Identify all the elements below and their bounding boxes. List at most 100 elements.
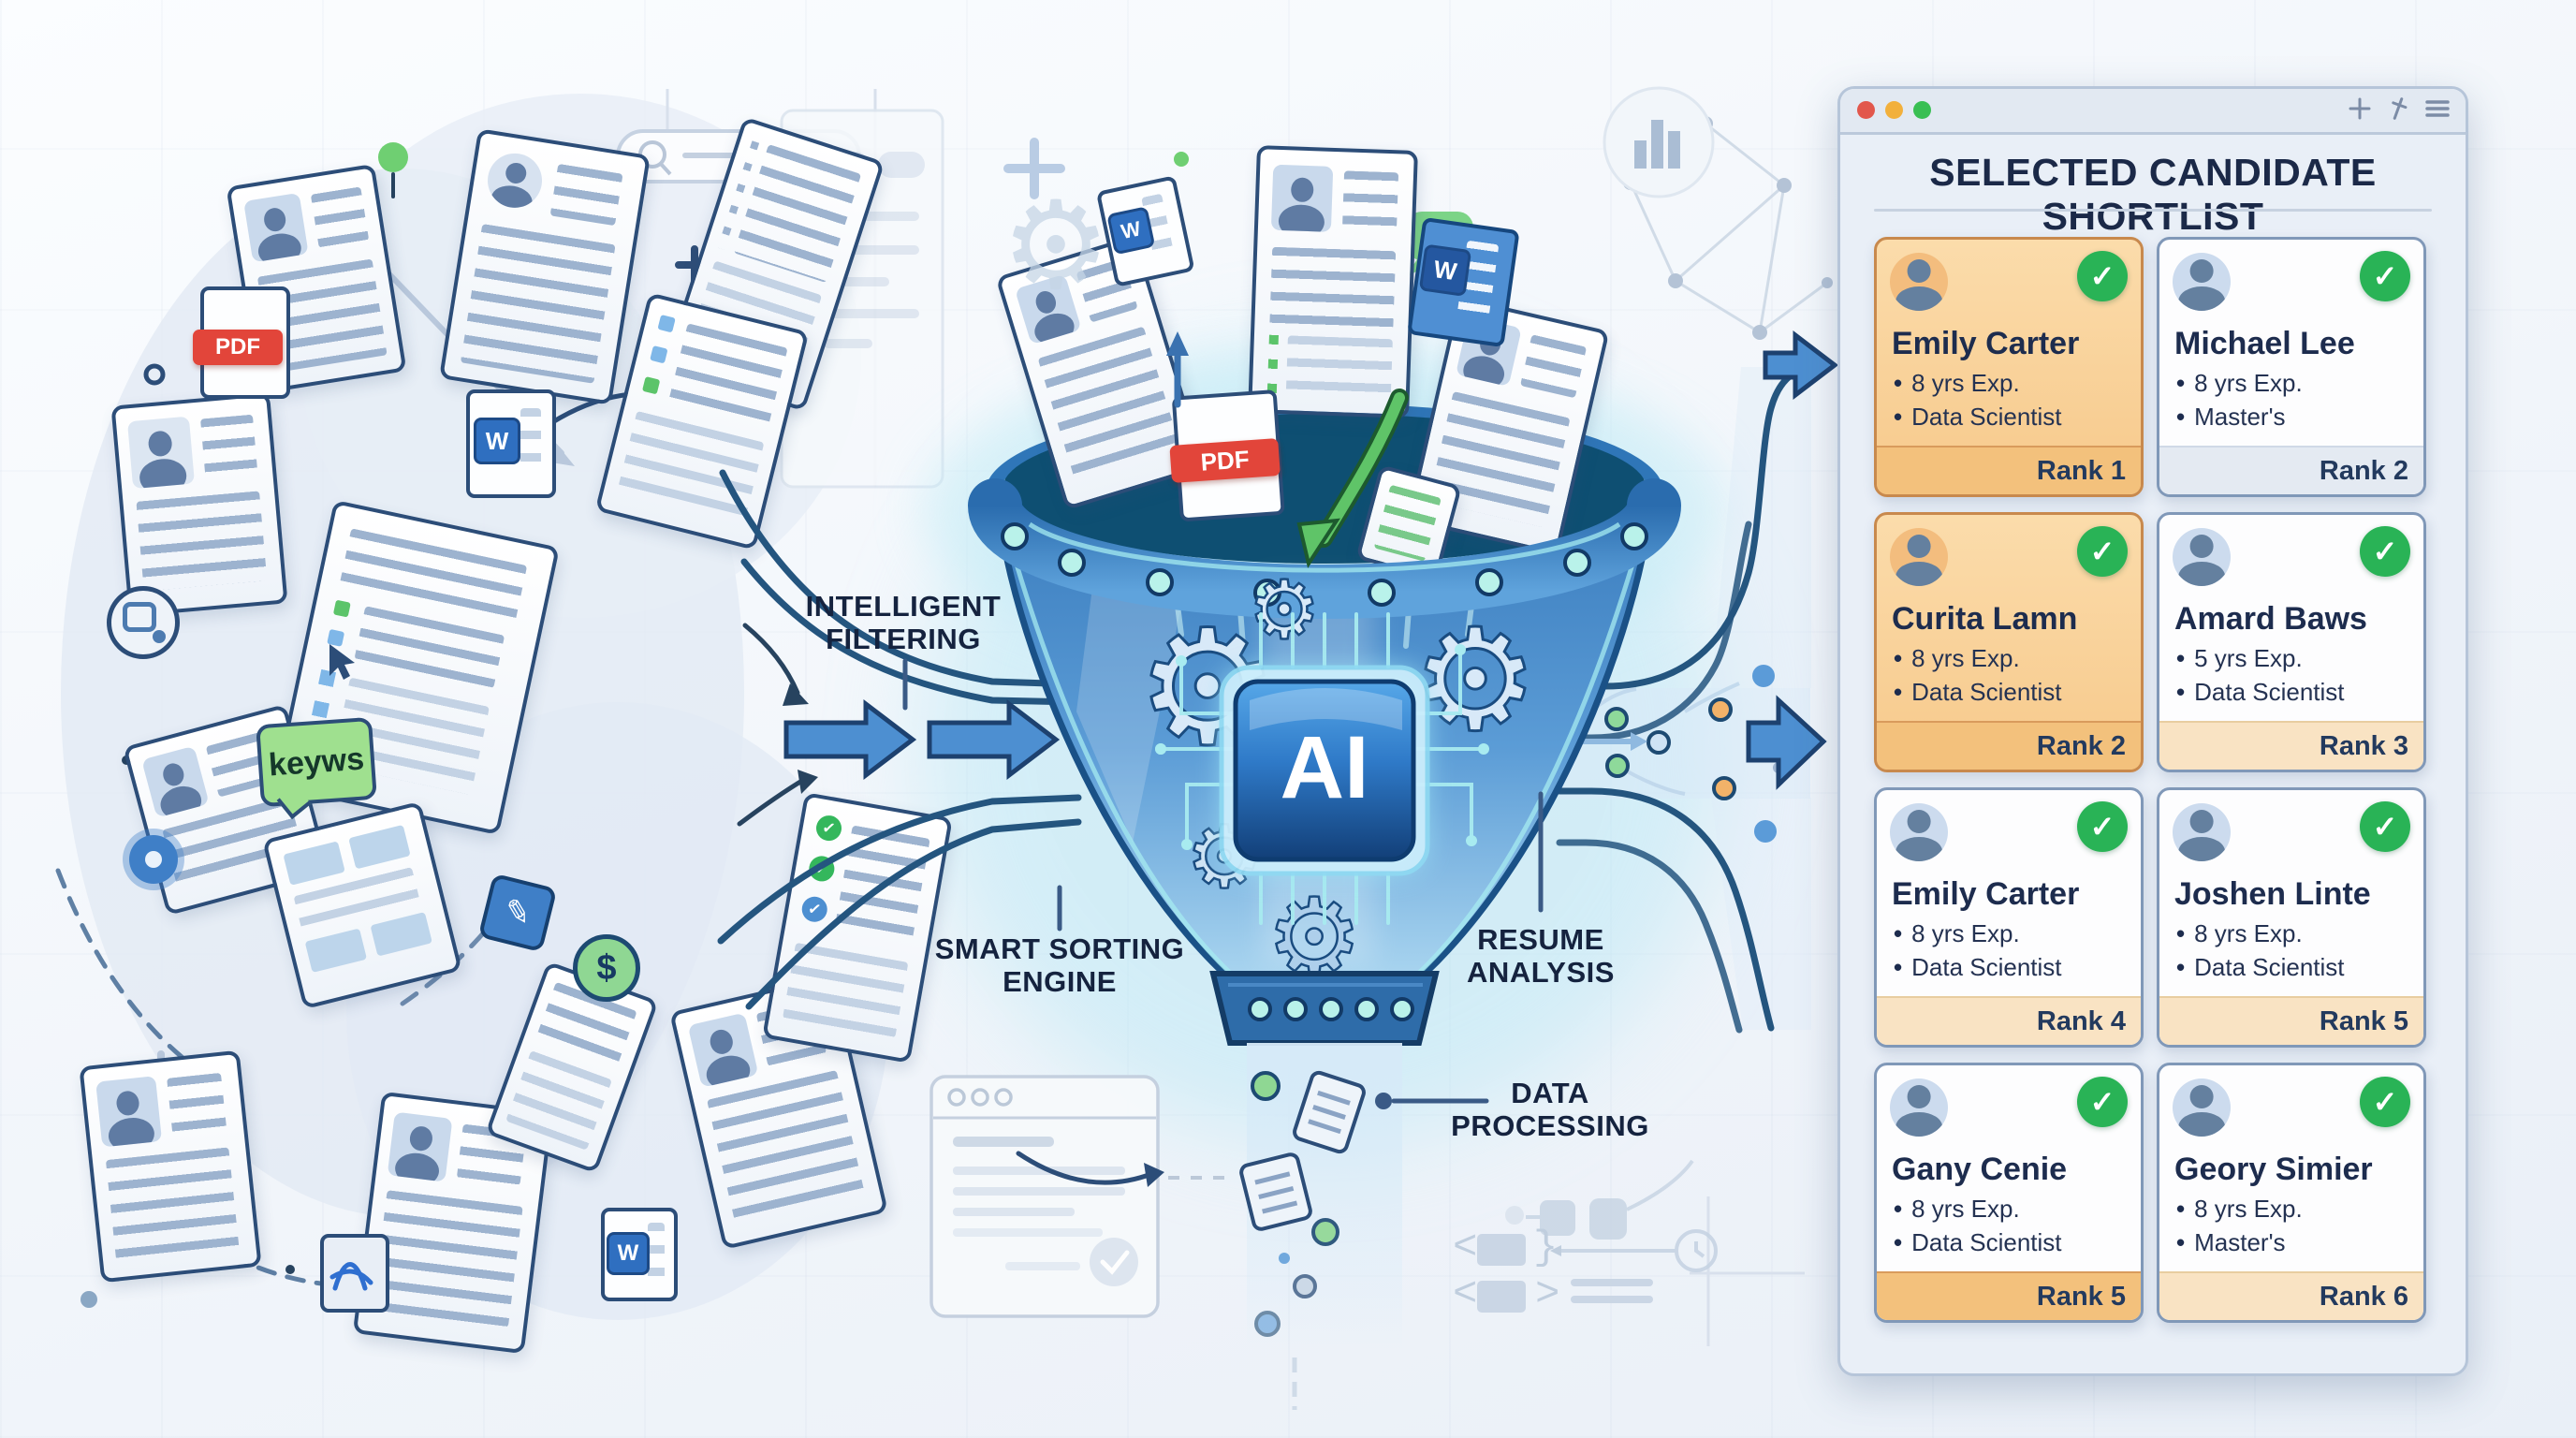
- avatar: [2173, 253, 2231, 311]
- ai-chip-label: AI: [1281, 718, 1369, 817]
- label-connectors: [902, 658, 1544, 1104]
- zoom-button[interactable]: [1913, 101, 1931, 119]
- candidate-exp: 8 yrs Exp.: [2176, 369, 2414, 398]
- check-icon: ✓: [2077, 526, 2128, 577]
- check-icon: ✓: [2077, 801, 2128, 852]
- candidate-role: Data Scientist: [2176, 953, 2414, 982]
- avatar: [1890, 803, 1948, 861]
- candidate-card[interactable]: ✓ Michael Lee 8 yrs Exp. Master's Rank 2: [2157, 237, 2426, 497]
- processed-bits: [1239, 1070, 1366, 1410]
- check-icon: ✓: [2360, 801, 2410, 852]
- svg-text:<: <: [1453, 1225, 1477, 1271]
- candidate-name: Emily Carter: [1892, 876, 2080, 912]
- check-icon: ✓: [2360, 526, 2410, 577]
- avatar: [1890, 1078, 1948, 1137]
- candidate-role: Master's: [2176, 403, 2414, 432]
- gear-flower-icon: [129, 835, 178, 884]
- gear-icon: ⚙: [1412, 601, 1538, 758]
- gear-icon: ⚙: [1186, 810, 1263, 905]
- candidate-name: Emily Carter: [1892, 326, 2080, 361]
- clock-icon: [1675, 1229, 1718, 1272]
- keywords-tag: keyws: [256, 716, 377, 808]
- rank-badge: Rank 5: [1877, 1271, 2141, 1320]
- resume-doc: [594, 292, 810, 550]
- candidate-card[interactable]: ✓ Gany Cenie 8 yrs Exp. Data Scientist R…: [1874, 1063, 2144, 1323]
- browser-mockup: [929, 1075, 1226, 1318]
- candidate-name: Geory Simier: [2174, 1152, 2373, 1187]
- stage-label-analysis: RESUME ANALYSIS: [1467, 923, 1615, 990]
- resume-doc: [439, 128, 651, 405]
- candidate-name: Amard Baws: [2174, 601, 2367, 637]
- robot-badge-icon: [107, 586, 180, 659]
- candidate-role: Data Scientist: [1894, 1228, 2131, 1257]
- candidate-exp: 5 yrs Exp.: [2176, 644, 2414, 673]
- flow-arrow: [783, 698, 917, 781]
- candidate-role: Data Scientist: [1894, 953, 2131, 982]
- gear-icon: ⚙: [1266, 878, 1362, 998]
- rank-badge: Rank 2: [2159, 446, 2423, 494]
- dollar-icon: $: [573, 934, 640, 1002]
- avatar: [2173, 803, 2231, 861]
- close-button[interactable]: [1857, 101, 1875, 119]
- candidate-role: Data Scientist: [2176, 678, 2414, 707]
- candidate-name: Michael Lee: [2174, 326, 2355, 361]
- checklist-doc: ✓ ✓ ✓: [762, 792, 953, 1064]
- rank-badge: Rank 3: [2159, 721, 2423, 770]
- candidate-exp: 8 yrs Exp.: [1894, 644, 2131, 673]
- candidate-exp: 8 yrs Exp.: [1894, 1195, 2131, 1224]
- avatar: [2173, 528, 2231, 586]
- candidate-card[interactable]: ✓ Curita Lamn 8 yrs Exp. Data Scientist …: [1874, 512, 2144, 772]
- candidate-card[interactable]: ✓ Geory Simier 8 yrs Exp. Master's Rank …: [2157, 1063, 2426, 1323]
- divider: [1874, 209, 2432, 212]
- candidate-role: Data Scientist: [1894, 678, 2131, 707]
- candidate-name: Gany Cenie: [1892, 1152, 2068, 1187]
- svg-text:>: >: [1535, 1271, 1559, 1318]
- candidate-card[interactable]: ✓ Emily Carter 8 yrs Exp. Data Scientist…: [1874, 787, 2144, 1048]
- check-icon: ✓: [2360, 1077, 2410, 1127]
- rank-badge: Rank 6: [2159, 1271, 2423, 1320]
- check-icon: ✓: [2360, 251, 2410, 301]
- rank-badge: Rank 1: [1877, 446, 2141, 494]
- flow-arrow: [1763, 330, 1839, 401]
- candidate-card[interactable]: ✓ Emily Carter 8 yrs Exp. Data Scientist…: [1874, 237, 2144, 497]
- candidate-exp: 8 yrs Exp.: [2176, 1195, 2414, 1224]
- check-icon: ✓: [2077, 251, 2128, 301]
- avatar: [1890, 528, 1948, 586]
- candidate-role: Data Scientist: [1894, 403, 2131, 432]
- edit-icon: ✎: [477, 873, 558, 953]
- pdf-file-icon: PDF: [1169, 389, 1285, 522]
- gear-icon: ⚙: [1136, 599, 1279, 777]
- candidate-name: Curita Lamn: [1892, 601, 2078, 637]
- svg-text:<: <: [1453, 1271, 1477, 1318]
- pin-icon[interactable]: [2387, 96, 2409, 121]
- stage-label-sorting: SMART SORTING ENGINE: [934, 932, 1185, 999]
- flow-arrow: [1746, 695, 1827, 790]
- check-icon: ✓: [2077, 1077, 2128, 1127]
- candidate-card[interactable]: ✓ Joshen Linte 8 yrs Exp. Data Scientist…: [2157, 787, 2426, 1048]
- panel-title: SELECTED CANDIDATE SHORTLIST: [1929, 151, 2377, 238]
- candidate-exp: 8 yrs Exp.: [1894, 369, 2131, 398]
- falling-resume: [1248, 145, 1418, 418]
- window-titlebar: [1840, 89, 2466, 135]
- ai-chip: [1219, 665, 1430, 876]
- avatar: [2173, 1078, 2231, 1137]
- data-dots: [1530, 697, 1736, 800]
- candidate-card[interactable]: ✓ Amard Baws 5 yrs Exp. Data Scientist R…: [2157, 512, 2426, 772]
- rank-badge: Rank 4: [1877, 996, 2141, 1045]
- word-file-icon: W: [1407, 216, 1520, 348]
- gear-icon: ⚙: [1248, 565, 1320, 655]
- stage-label-filtering: INTELLIGENT FILTERING: [805, 590, 1002, 656]
- minimize-button[interactable]: [1885, 101, 1903, 119]
- menu-icon[interactable]: [2424, 96, 2451, 121]
- resume-doc: [110, 392, 288, 617]
- resume-doc: [79, 1049, 262, 1284]
- candidate-name: Joshen Linte: [2174, 876, 2371, 912]
- stage-label-processing: DATA PROCESSING: [1451, 1077, 1649, 1143]
- candidate-role: Master's: [2176, 1228, 2414, 1257]
- falling-note: [1355, 464, 1462, 580]
- flow-glyphs: < } < >: [1453, 1159, 1718, 1318]
- add-icon[interactable]: [2348, 96, 2372, 121]
- candidate-exp: 8 yrs Exp.: [2176, 919, 2414, 948]
- chart-circle-icon: [1603, 86, 1715, 198]
